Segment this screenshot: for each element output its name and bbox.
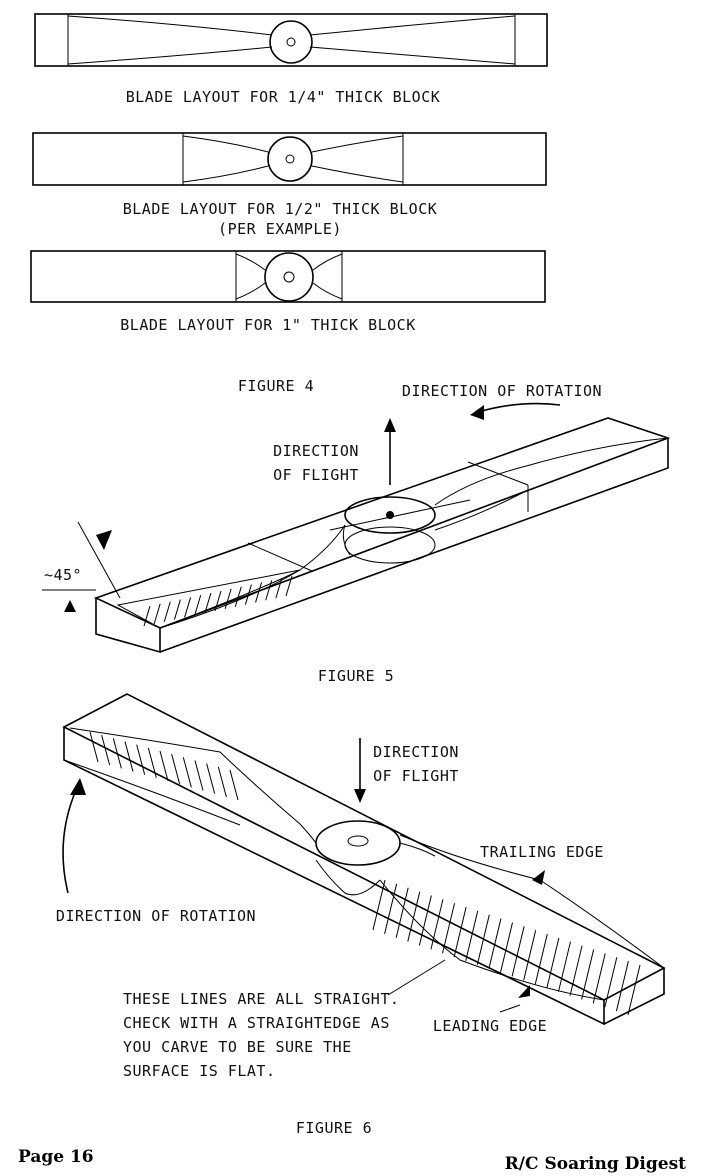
blade-layout-one-inch [30,250,546,303]
hatch-line [265,580,273,601]
hatch-line [384,883,398,934]
caption-quarter-inch: BLADE LAYOUT FOR 1/4" THICK BLOCK [126,88,441,106]
hatch-line [124,741,134,772]
note-line-1: THESE LINES ARE ALL STRAIGHT. [123,990,399,1008]
angle-label: ~45° [44,566,82,584]
hatch-line [101,735,111,766]
trailing-edge-label: TRAILING EDGE [480,843,604,861]
hatch-line [255,582,263,603]
flight-arrowhead-icon [384,418,396,432]
hatch-line [229,769,239,801]
hatch-line [244,584,252,605]
fig6-direction-of-rotation: DIRECTION OF ROTATION [56,907,256,925]
figure-5-hatching [143,575,293,627]
hatch-line [500,922,513,973]
hatch-line [224,588,232,610]
hatch-line [418,895,432,946]
hatch-line [217,766,227,797]
hatch-line [581,949,595,1000]
rotation-arrowhead-icon [470,405,484,420]
hatch-line [546,937,560,989]
caption-half-inch: BLADE LAYOUT FOR 1/2" THICK BLOCK [123,200,438,218]
hatch-line [184,597,192,618]
hatch-line [159,750,169,782]
hatch-line [430,899,444,950]
figure-6-propeller-block [62,693,666,1026]
direction-of-rotation-label: DIRECTION OF ROTATION [402,382,602,400]
hatch-line [372,879,386,931]
figure-4-title: FIGURE 4 [238,377,314,395]
caption-per-example: (PER EXAMPLE) [218,220,342,238]
hatch-line [147,747,157,778]
hatch-line [182,757,192,788]
hatch-line [194,595,202,616]
direction-of-flight-label-1: DIRECTION [273,442,359,460]
hatch-line [112,738,122,769]
direction-of-flight-label-2: OF FLIGHT [273,466,359,484]
fig6-direction-of-flight-1: DIRECTION [373,743,459,761]
hatch-line [143,605,151,627]
blade-layout-quarter-inch [34,13,548,67]
note-line-3: YOU CARVE TO BE SURE THE [123,1038,352,1056]
caption-one-inch: BLADE LAYOUT FOR 1" THICK BLOCK [120,316,415,334]
hatch-line [206,763,216,794]
hatch-line [557,941,571,992]
page-number: Page 16 [18,1147,94,1167]
note-line-4: SURFACE IS FLAT. [123,1062,276,1080]
note-line-2: CHECK WITH A STRAIGHTEDGE AS [123,1014,390,1032]
hatch-line [194,760,204,791]
fig6-flight-arrowhead-icon [354,789,366,803]
hatch-line [569,945,583,996]
figure-5-title: FIGURE 5 [318,667,394,685]
hatch-line [395,887,409,938]
hatch-line [615,961,629,1012]
hatch-line [407,891,421,942]
hatch-line [604,957,618,1008]
hatch-line [163,601,171,622]
hatch-line [465,910,479,962]
hatch-line [173,599,181,620]
leading-edge-label: LEADING EDGE [433,1017,547,1035]
hatch-line [204,592,212,614]
figure-6-hatching [89,731,641,1016]
hatch-line [89,731,99,763]
rotation-arrow-icon [477,402,561,413]
hatch-line [442,903,456,954]
hatch-line [234,586,242,607]
figure-5-propeller-block [42,417,671,654]
fig6-rotation-arrowhead-icon [70,778,86,795]
hatch-line [285,575,293,597]
hatch-line [153,603,161,625]
hatch-line [511,926,525,977]
hatch-line [136,744,146,775]
hatch-line [476,914,490,965]
hatch-line [214,590,222,612]
hatch-line [275,577,283,599]
fig6-direction-of-flight-2: OF FLIGHT [373,767,459,785]
hatch-line [627,964,641,1016]
magazine-name: R/C Soaring Digest [505,1154,686,1174]
figure-6-title: FIGURE 6 [296,1119,372,1137]
hatch-line [171,754,181,785]
hatch-line [453,906,467,958]
blade-layout-half-inch [32,132,547,186]
hatch-line [534,933,548,985]
hatch-line [592,953,606,1004]
fig6-rotation-arrow-icon [62,789,77,894]
hatch-line [488,918,502,969]
hatch-line [523,930,537,981]
